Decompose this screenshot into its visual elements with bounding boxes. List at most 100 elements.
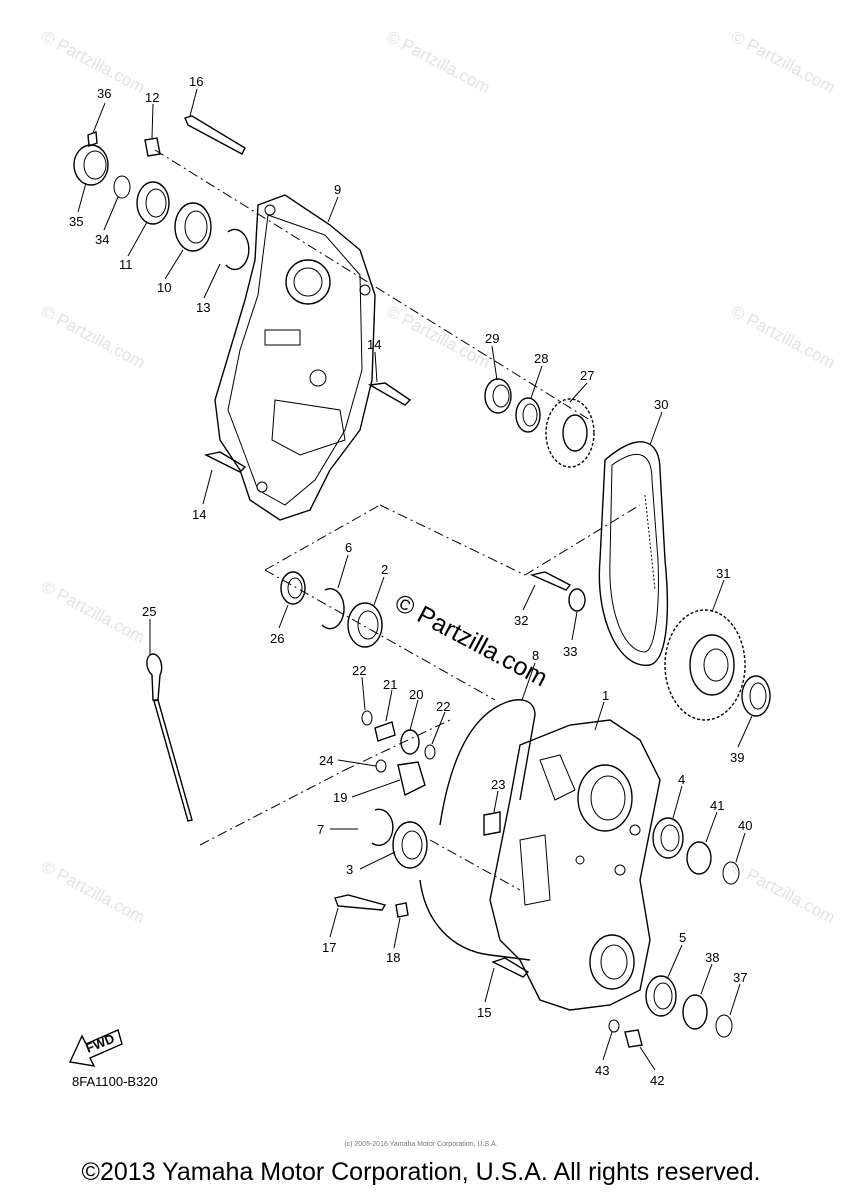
callout-36: 36 — [97, 86, 111, 101]
part-18-shape — [395, 902, 409, 918]
callout-labels: 36 12 16 9 35 34 11 10 13 29 28 27 30 14… — [69, 74, 752, 1088]
part-27-shape — [545, 398, 595, 468]
callout-24: 24 — [319, 753, 333, 768]
fwd-arrow: FWD — [68, 1029, 123, 1067]
watermark: © Partzilla.com — [38, 577, 148, 648]
part-24-shape — [375, 759, 387, 773]
lower-case — [419, 699, 740, 1048]
part-42-shape — [624, 1029, 643, 1048]
part-30-shape — [598, 441, 669, 666]
leader-lines — [77, 88, 753, 1071]
callout-37: 37 — [733, 970, 747, 985]
part-26-shape — [280, 571, 306, 605]
center-watermark: © Partzilla.com — [390, 589, 552, 693]
watermark-layer: © Partzilla.com © Partzilla.com © Partzi… — [38, 27, 838, 928]
part-35-shape — [73, 144, 109, 186]
tiny-credit: (c) 2005-2016 Yamaha Motor Corporation, … — [344, 1141, 498, 1148]
part-39-shape — [741, 675, 771, 717]
callout-9: 9 — [334, 182, 341, 197]
callout-35: 35 — [69, 214, 83, 229]
part-38-shape — [682, 994, 708, 1030]
callout-41: 41 — [710, 798, 724, 813]
part-5-shape — [645, 975, 677, 1017]
part-36-shape — [87, 131, 98, 147]
callout-2: 2 — [381, 562, 388, 577]
callout-43: 43 — [595, 1063, 609, 1078]
part-25-shape — [146, 653, 163, 701]
callout-8: 8 — [532, 648, 539, 663]
callout-42: 42 — [650, 1073, 664, 1088]
alignment-lines — [154, 149, 641, 891]
watermark: © Partzilla.com — [38, 302, 148, 373]
callout-20: 20 — [409, 687, 423, 702]
callout-25: 25 — [142, 604, 156, 619]
callout-10: 10 — [157, 280, 171, 295]
watermark: © Partzilla.com — [383, 27, 493, 98]
part-10-shape — [174, 202, 212, 252]
gasket-8-shape — [439, 699, 536, 826]
callout-27: 27 — [580, 368, 594, 383]
part-41-shape — [686, 841, 712, 875]
part-31-shape — [664, 609, 746, 721]
watermark: © Partzilla.com — [728, 302, 838, 373]
callout-22b: 22 — [436, 699, 450, 714]
callout-32: 32 — [514, 613, 528, 628]
callout-31: 31 — [716, 566, 730, 581]
callout-6: 6 — [345, 540, 352, 555]
part-22-shape — [361, 710, 373, 726]
callout-11: 11 — [119, 257, 133, 272]
callout-7: 7 — [317, 822, 324, 837]
callout-34: 34 — [95, 232, 109, 247]
part-34-shape — [113, 175, 131, 199]
callout-3: 3 — [346, 862, 353, 877]
watermark: © Partzilla.com — [728, 27, 838, 98]
callout-40: 40 — [738, 818, 752, 833]
callout-26: 26 — [270, 631, 284, 646]
part-37-shape — [715, 1014, 733, 1038]
part-43-shape — [608, 1019, 620, 1033]
watermark: © Partzilla.com — [383, 302, 493, 373]
callout-16: 16 — [189, 74, 203, 89]
part-23-shape — [483, 811, 501, 836]
callout-5: 5 — [679, 930, 686, 945]
callout-39: 39 — [730, 750, 744, 765]
callout-13: 13 — [196, 300, 210, 315]
middle-small-parts — [146, 571, 501, 918]
copyright-footer: ©2013 Yamaha Motor Corporation, U.S.A. A… — [81, 1158, 761, 1186]
callout-33: 33 — [563, 644, 577, 659]
callout-18: 18 — [386, 950, 400, 965]
upper-gear-group — [484, 378, 771, 721]
part-3-shape — [392, 821, 428, 869]
callout-29: 29 — [485, 331, 499, 346]
callout-12: 12 — [145, 90, 159, 105]
part-40-shape — [722, 861, 740, 885]
part-29-shape — [484, 378, 512, 414]
callout-30: 30 — [654, 397, 668, 412]
part-28-shape — [515, 397, 541, 433]
part-33-shape — [568, 588, 586, 612]
part-14-shape — [367, 382, 412, 406]
fwd-label: FWD — [84, 1031, 117, 1056]
part-32-shape — [529, 571, 572, 591]
part-16-shape — [184, 115, 246, 155]
part-7-shape — [371, 808, 394, 846]
callout-17: 17 — [322, 940, 336, 955]
callout-14a: 14 — [367, 337, 381, 352]
watermark: © Partzilla.com — [728, 857, 838, 928]
callout-1: 1 — [602, 688, 609, 703]
callout-23: 23 — [491, 777, 505, 792]
part-13-shape — [225, 228, 250, 271]
callout-19: 19 — [333, 790, 347, 805]
callout-28: 28 — [534, 351, 548, 366]
part-11-shape — [136, 181, 170, 225]
part-17-shape — [334, 894, 387, 911]
part-6-shape — [321, 587, 345, 630]
callout-22a: 22 — [352, 663, 366, 678]
callout-4: 4 — [678, 772, 685, 787]
part-2-shape — [347, 602, 383, 648]
watermark: © Partzilla.com — [38, 27, 148, 98]
callout-14b: 14 — [192, 507, 206, 522]
callout-15: 15 — [477, 1005, 491, 1020]
watermark: © Partzilla.com — [38, 857, 148, 928]
